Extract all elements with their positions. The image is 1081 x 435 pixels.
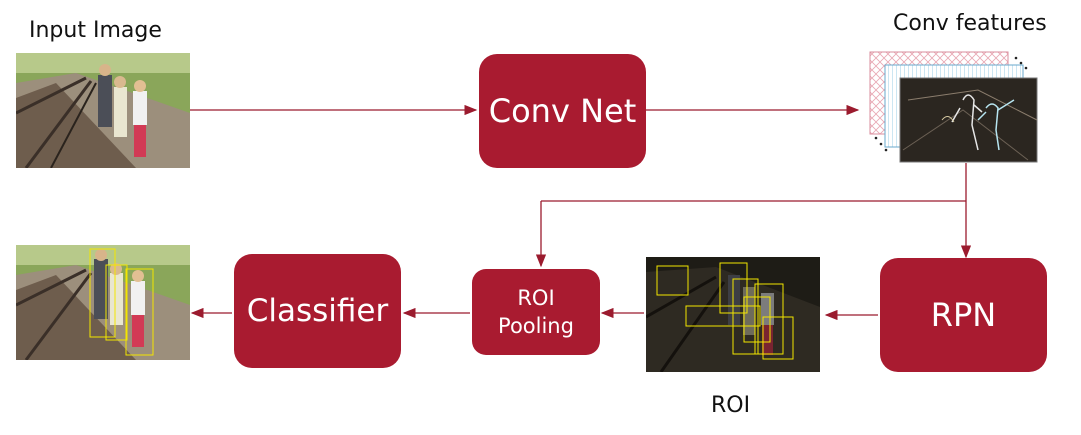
roi-box (656, 265, 689, 296)
input-image-photo (16, 53, 190, 168)
roi-pooling-label-line1: ROI (517, 286, 555, 310)
roi-pooling-label-line2: Pooling (498, 314, 574, 338)
roi-box (743, 296, 771, 343)
roi-box (732, 278, 759, 355)
roi-pooling-block: ROI Pooling (472, 269, 600, 355)
conv-net-label: Conv Net (488, 92, 637, 130)
detection-box (125, 268, 154, 356)
conv-features-label: Conv features (893, 11, 1047, 36)
roi-image (646, 257, 820, 372)
conv-net-block: Conv Net (479, 54, 646, 168)
detection-box (105, 264, 128, 341)
roi-box (762, 316, 794, 360)
output-image-photo (16, 245, 190, 360)
roi-label: ROI (711, 393, 751, 418)
roi-box (754, 283, 784, 355)
detection-box (89, 248, 116, 338)
rpn-block: RPN (880, 258, 1047, 372)
classifier-block: Classifier (234, 254, 401, 368)
roi-box (685, 305, 761, 327)
input-image-label: Input Image (29, 18, 162, 43)
conv-features-stack (868, 50, 1040, 165)
rpn-label: RPN (930, 296, 997, 334)
classifier-label: Classifier (246, 293, 389, 329)
feature-map-front (899, 77, 1038, 163)
